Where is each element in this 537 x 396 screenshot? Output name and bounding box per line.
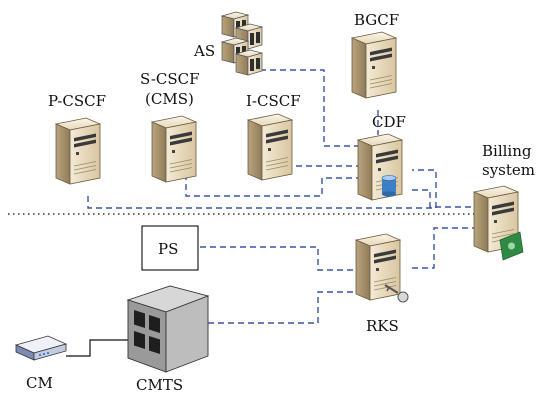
key-icon [384,284,409,303]
bgcf-server-icon [351,31,397,99]
link-pcscf-cdf [87,169,437,209]
ps-label: PS [158,240,178,258]
cmts-label: CMTS [136,376,183,394]
cdf-label: CDF [372,113,406,131]
link-cdf-billing [412,189,474,208]
cm-label: CM [26,374,53,392]
ps-box [141,225,199,271]
billing-label-line2: system [482,161,535,179]
billing-label-line1: Billing [482,142,532,160]
link-ps-rks [200,246,356,271]
cmts-icon [126,285,210,373]
link-scscf-cdf [185,174,360,197]
as-server-icon [221,11,263,76]
link-cmts-rks [208,291,356,324]
bgcf-label: BGCF [354,11,399,29]
link-as-cdf [250,69,360,147]
cm-modem-icon [14,335,68,361]
p-cscf-server-icon [55,117,101,185]
money-icon [499,231,524,261]
i-cscf-server-icon [247,113,293,181]
p-cscf-label: P-CSCF [48,92,106,110]
link-rks-billing [412,227,474,269]
cms-label: (CMS) [145,90,194,108]
link-cm-cmts [66,339,128,357]
i-cscf-label: I-CSCF [246,92,301,110]
rks-label: RKS [366,317,399,335]
database-icon [381,175,397,197]
as-label: AS [193,42,215,60]
s-cscf-server-icon [151,115,197,183]
s-cscf-label: S-CSCF [140,70,200,88]
